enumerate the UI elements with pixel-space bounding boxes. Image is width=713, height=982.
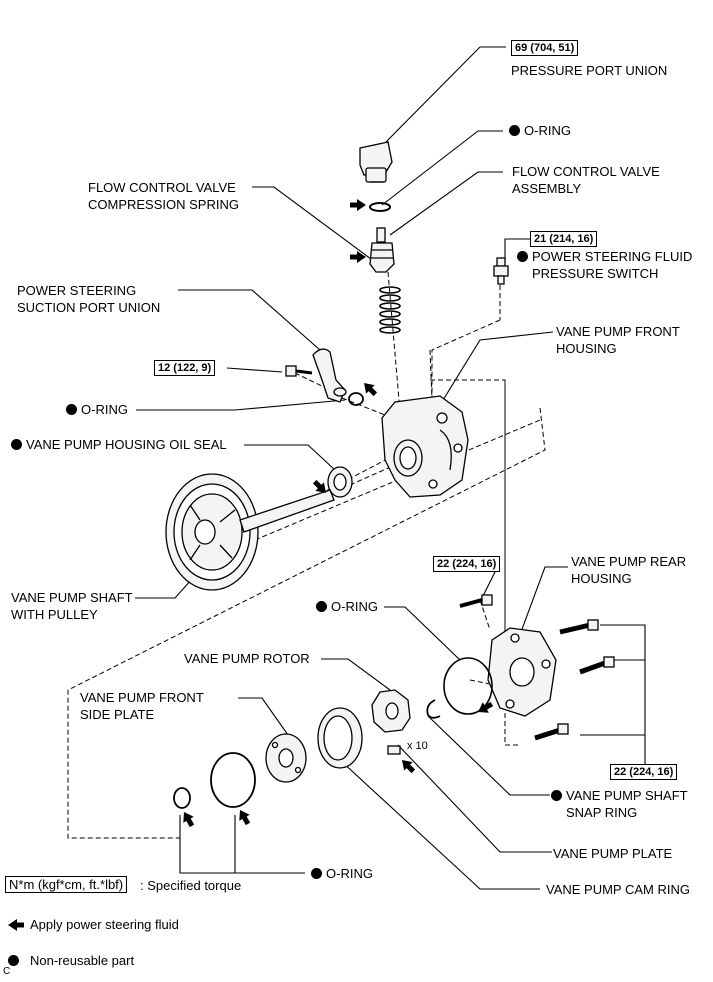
front-side-plate-part <box>265 733 307 783</box>
shaft-pulley-part <box>165 473 335 591</box>
assembly-guides <box>67 271 546 839</box>
legend-arrow-icon <box>8 919 24 931</box>
corner-code: C <box>3 966 11 977</box>
leader-lines <box>135 46 646 890</box>
o-ring-small-part <box>173 787 191 809</box>
o-ring-suction-part <box>348 392 364 406</box>
label-o-ring-suction: O-RING <box>66 401 128 418</box>
label-flow-control-valve-2: ASSEMBLY <box>512 181 582 196</box>
legend-torque-text: : Specified torque <box>140 878 242 893</box>
rear-housing-bolt-top-part <box>459 594 493 608</box>
label-cam-ring: VANE PUMP CAM RING <box>546 882 690 897</box>
label-pressure-switch-1: POWER STEERING FLUID <box>517 248 692 265</box>
label-pressure-port-union: PRESSURE PORT UNION <box>511 63 668 78</box>
label-oil-seal: VANE PUMP HOUSING OIL SEAL <box>11 436 227 453</box>
pressure-switch-part <box>493 257 509 285</box>
o-ring-top-part <box>369 202 391 212</box>
label-front-housing-2: HOUSING <box>556 341 617 356</box>
legend-non-reusable-text: Non-reusable part <box>30 953 135 968</box>
legend-torque-box: N*m (kgf*cm, ft.*lbf) <box>5 876 128 893</box>
label-o-ring-rear: O-RING <box>316 598 378 615</box>
o-ring-rear-part <box>443 657 493 715</box>
torque-pressure-port: 69 (704, 51) <box>511 40 579 56</box>
vane-plate-part <box>387 745 401 755</box>
non-reusable-dot-icon <box>316 601 327 612</box>
label-snap-ring-2: SNAP RING <box>566 805 638 820</box>
non-reusable-dot-icon <box>66 404 77 415</box>
label-fcv-spring-2: COMPRESSION SPRING <box>88 197 239 212</box>
label-flow-control-valve-1: FLOW CONTROL VALVE <box>512 164 660 179</box>
rotor-part <box>371 689 411 733</box>
non-reusable-dot-icon <box>8 955 19 966</box>
parts <box>165 141 615 809</box>
label-front-side-plate-1: VANE PUMP FRONT <box>80 690 204 705</box>
rear-housing-part <box>487 627 557 717</box>
label-o-ring-bottom: O-RING <box>311 865 373 882</box>
non-reusable-dot-icon <box>551 790 562 801</box>
legend-non-reusable <box>8 952 23 969</box>
snap-ring-part <box>426 699 441 719</box>
torque-suction-union: 12 (122, 9) <box>154 360 216 376</box>
suction-port-union-part <box>312 348 347 403</box>
flow-control-valve-part <box>369 227 395 273</box>
non-reusable-dot-icon <box>509 125 520 136</box>
torque-rear-housing-bolts: 22 (224, 16) <box>610 764 678 780</box>
non-reusable-dot-icon <box>11 439 22 450</box>
rear-bolts-part <box>534 619 615 741</box>
oil-seal-part <box>327 466 353 498</box>
label-shaft-pulley-1: VANE PUMP SHAFT <box>11 590 133 605</box>
label-snap-ring-1: VANE PUMP SHAFT <box>551 787 688 804</box>
label-pressure-switch-2: PRESSURE SWITCH <box>532 266 659 281</box>
label-shaft-pulley-2: WITH PULLEY <box>11 607 98 622</box>
compression-spring-part <box>379 286 401 334</box>
label-front-housing-1: VANE PUMP FRONT <box>556 324 680 339</box>
torque-rear-housing-top: 22 (224, 16) <box>433 556 501 572</box>
label-rotor: VANE PUMP ROTOR <box>184 651 310 666</box>
non-reusable-dot-icon <box>311 868 322 879</box>
torque-pressure-switch: 21 (214, 16) <box>530 231 598 247</box>
label-fcv-spring-1: FLOW CONTROL VALVE <box>88 180 236 195</box>
label-vane-plate: VANE PUMP PLATE <box>553 846 673 861</box>
label-front-side-plate-2: SIDE PLATE <box>80 707 155 722</box>
cam-ring-part <box>317 707 363 769</box>
label-o-ring-top: O-RING <box>509 122 571 139</box>
label-rear-housing-1: VANE PUMP REAR <box>571 554 687 569</box>
pressure-port-union-part <box>359 141 393 183</box>
o-ring-large-part <box>210 752 256 808</box>
label-vane-count: x 10 <box>407 740 428 752</box>
front-housing-part <box>381 395 469 498</box>
label-rear-housing-2: HOUSING <box>571 571 632 586</box>
non-reusable-dot-icon <box>517 251 528 262</box>
label-suction-union-1: POWER STEERING <box>17 283 137 298</box>
legend-fluid-text: Apply power steering fluid <box>30 917 179 932</box>
suction-bolt-part <box>285 365 313 377</box>
label-suction-union-2: SUCTION PORT UNION <box>17 300 161 315</box>
